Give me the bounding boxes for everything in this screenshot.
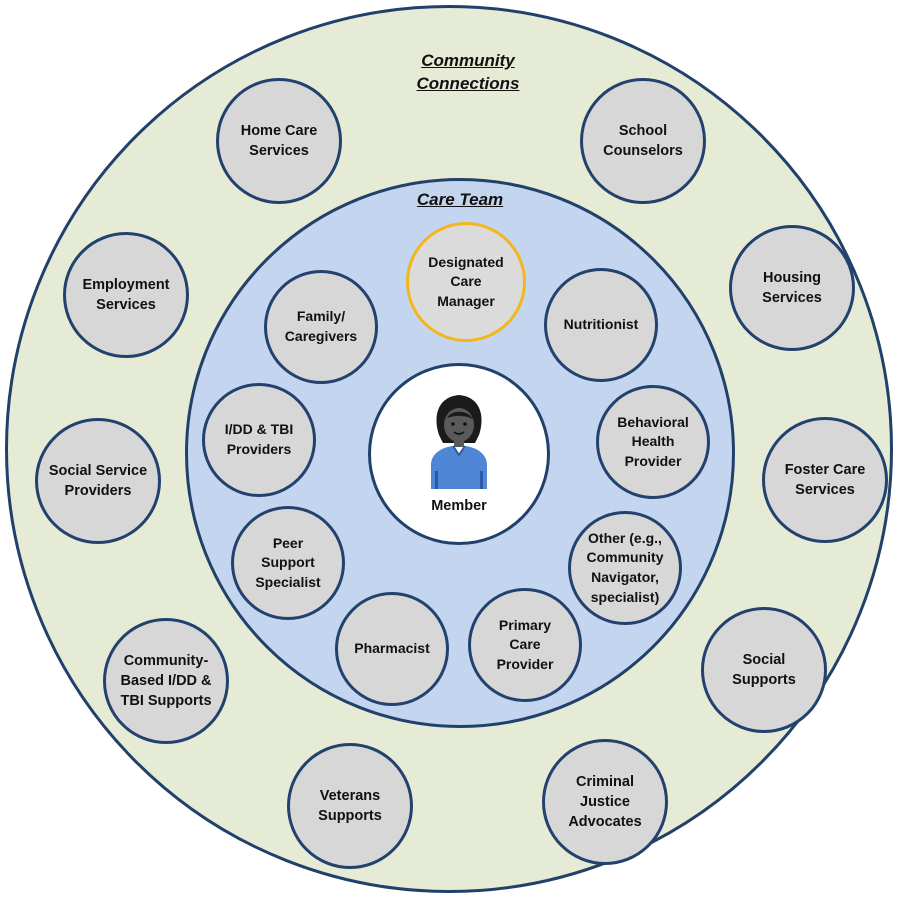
care-team-node-other: Other (e.g., Community Navigator, specia…	[568, 511, 682, 625]
node-label: Other (e.g., Community Navigator, specia…	[586, 529, 664, 605]
node-label: Designated Care Manager	[428, 253, 504, 309]
care-team-node-idd-tbi-providers: I/DD & TBI Providers	[202, 383, 316, 497]
care-team-node-pharmacist: Pharmacist	[335, 592, 449, 706]
node-label: Pharmacist	[354, 640, 430, 657]
node-label: Employment Services	[82, 276, 170, 313]
node-label: Family/ Caregivers	[284, 308, 358, 344]
node-label: Social Service Providers	[48, 462, 148, 499]
node-label: Community- Based I/DD & TBI Supports	[120, 652, 212, 710]
community-node-social-supports: Social Supports	[701, 607, 827, 733]
care-team-node-designated-care-manager: Designated Care Manager	[406, 222, 526, 342]
care-team-node-nutritionist: Nutritionist	[544, 268, 658, 382]
community-node-home-care-services: Home Care Services	[216, 78, 342, 204]
node-label: Primary Care Provider	[496, 616, 554, 672]
node-label: Veterans Supports	[318, 787, 382, 824]
care-team-title: Care Team	[416, 190, 504, 209]
community-node-housing-services: Housing Services	[729, 225, 855, 351]
node-label: Housing Services	[762, 269, 822, 306]
care-team-node-family-caregivers: Family/ Caregivers	[264, 270, 378, 384]
node-label: Behavioral Health Provider	[617, 413, 689, 469]
community-node-employment-services: Employment Services	[63, 232, 189, 358]
community-node-social-service-providers: Social Service Providers	[35, 418, 161, 544]
community-node-veterans-supports: Veterans Supports	[287, 743, 413, 869]
person-icon	[431, 395, 487, 489]
node-label: Nutritionist	[563, 316, 639, 333]
node-label: Peer Support Specialist	[255, 534, 321, 590]
care-team-node-peer-support-specialist: Peer Support Specialist	[231, 506, 345, 620]
community-connections-title: Community Connections	[416, 51, 520, 93]
community-node-criminal-justice-advocates: Criminal Justice Advocates	[542, 739, 668, 865]
care-team-node-primary-care-provider: Primary Care Provider	[468, 588, 582, 702]
node-label: Social Supports	[732, 651, 796, 688]
node-label: Criminal Justice Advocates	[568, 773, 642, 831]
community-node-foster-care-services: Foster Care Services	[762, 417, 888, 543]
node-label: I/DD & TBI Providers	[224, 421, 294, 457]
node-label: Foster Care Services	[784, 461, 866, 498]
community-node-community-based-supports: Community- Based I/DD & TBI Supports	[103, 618, 229, 744]
node-label: School Counselors	[603, 122, 683, 159]
node-label: Home Care Services	[240, 122, 318, 159]
member-label: Member	[431, 498, 487, 514]
community-node-school-counselors: School Counselors	[580, 78, 706, 204]
care-team-node-behavioral-health-provider: Behavioral Health Provider	[596, 385, 710, 499]
